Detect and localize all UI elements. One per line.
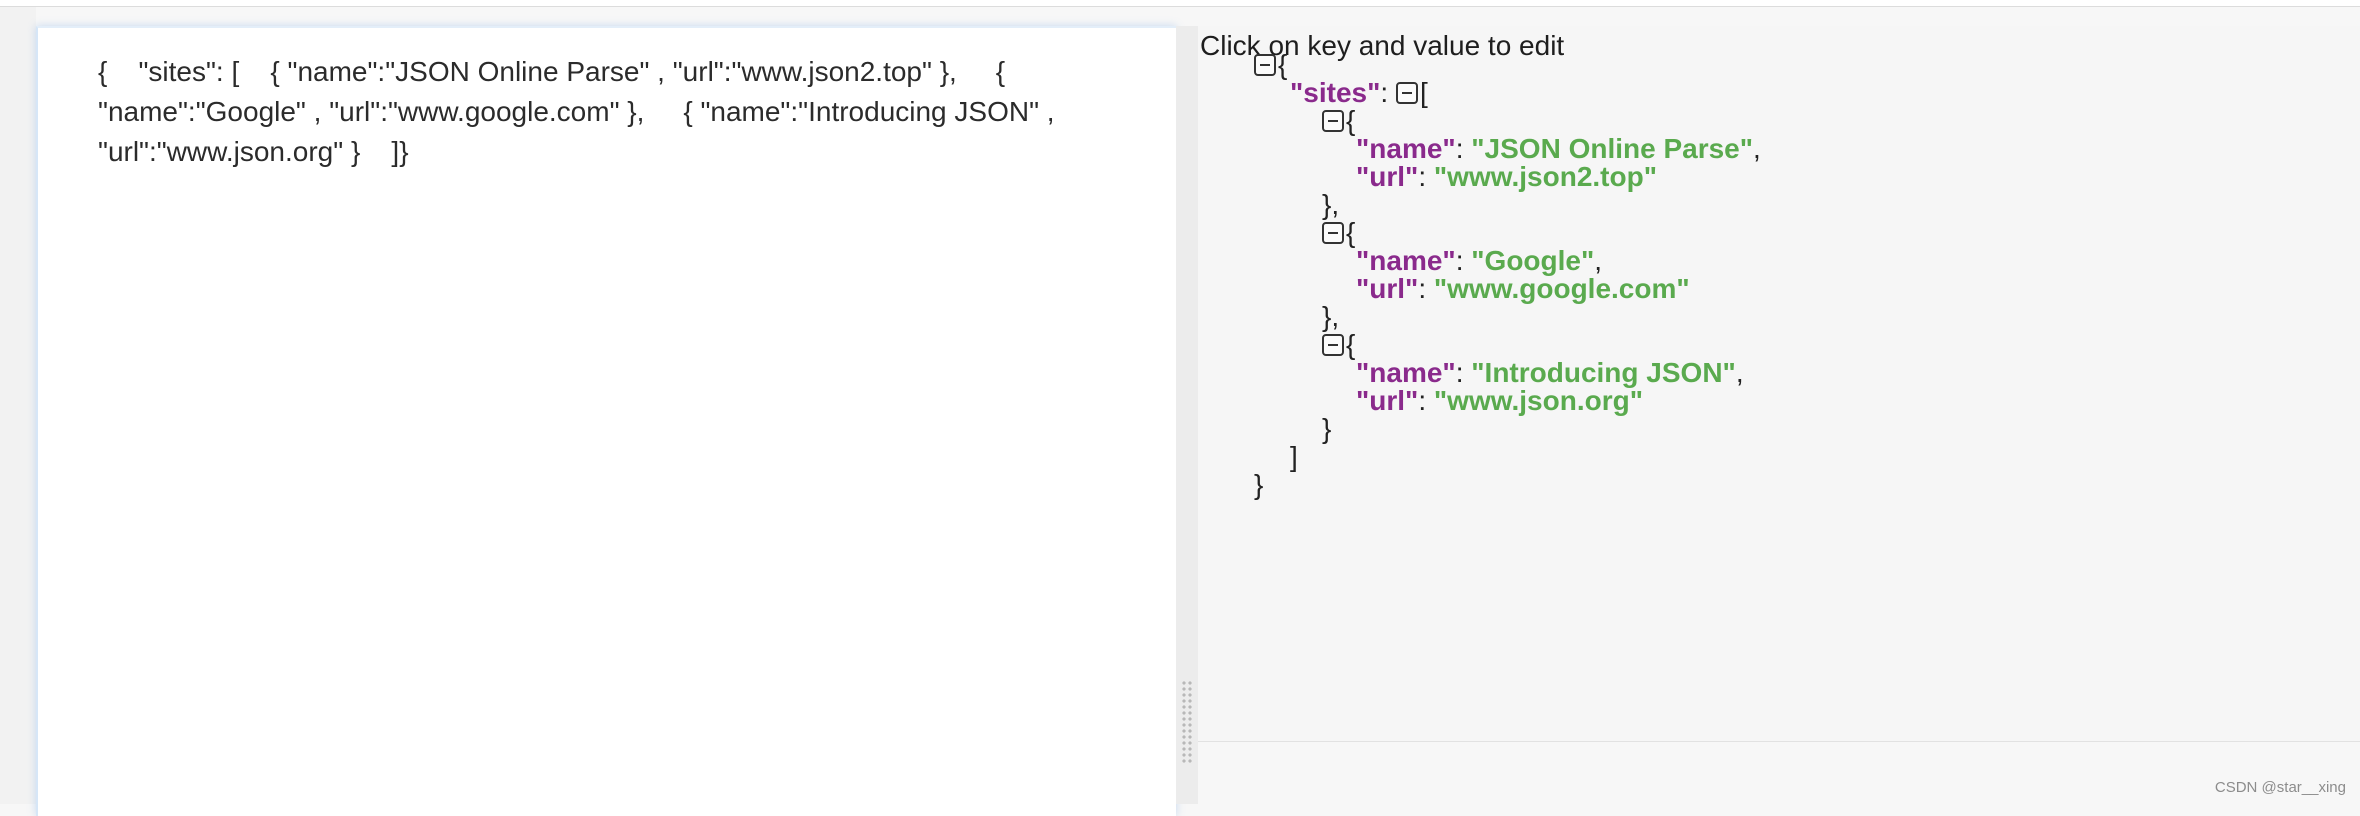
tree-entry-name: "name": "JSON Online Parse", — [1356, 133, 1761, 164]
value-name[interactable]: "Introducing JSON" — [1471, 357, 1736, 388]
tree-item-open: { — [1322, 216, 1355, 250]
tree-root-open: { — [1254, 48, 1287, 82]
tree-entry-name: "name": "Google", — [1356, 245, 1603, 276]
tree-entry-name: "name": "Introducing JSON", — [1356, 357, 1744, 388]
tree-entry-url: "url": "www.google.com" — [1356, 273, 1690, 304]
top-bar — [0, 0, 2360, 7]
collapse-minus-icon[interactable] — [1254, 54, 1276, 76]
key-url[interactable]: "url" — [1356, 385, 1419, 416]
value-name[interactable]: "Google" — [1471, 245, 1595, 276]
key-sites[interactable]: "sites" — [1290, 77, 1381, 108]
json-input-pane: { "sites": [ { "name":"JSON Online Parse… — [36, 26, 1176, 816]
tree-item-close: }, — [1322, 189, 1340, 220]
tree-item-close: } — [1322, 413, 1332, 444]
watermark: CSDN @star__xing — [2214, 779, 2346, 796]
collapse-minus-icon[interactable] — [1322, 110, 1344, 132]
json-tree-viewer: Click on key and value to edit { "sites"… — [1198, 26, 2360, 742]
viewer-footer: CSDN @star__xing — [1198, 742, 2360, 804]
key-name[interactable]: "name" — [1356, 245, 1456, 276]
key-url[interactable]: "url" — [1356, 273, 1419, 304]
json-input-editor[interactable]: { "sites": [ { "name":"JSON Online Parse… — [98, 56, 1063, 167]
tree-sites-close: ] — [1290, 441, 1298, 472]
tree-entry-url: "url": "www.json2.top" — [1356, 161, 1657, 192]
left-gutter — [0, 7, 36, 804]
collapse-minus-icon[interactable] — [1322, 222, 1344, 244]
key-name[interactable]: "name" — [1356, 133, 1456, 164]
drag-handle-icon[interactable] — [1181, 680, 1193, 764]
tree-entry-url: "url": "www.json.org" — [1356, 385, 1643, 416]
tree-item-open: { — [1322, 104, 1355, 138]
value-url[interactable]: "www.json.org" — [1433, 385, 1643, 416]
value-url[interactable]: "www.json2.top" — [1433, 161, 1657, 192]
tree-node-sites: "sites": [ — [1290, 77, 1428, 108]
pane-splitter[interactable] — [1176, 26, 1198, 804]
value-name[interactable]: "JSON Online Parse" — [1471, 133, 1754, 164]
collapse-minus-icon[interactable] — [1322, 334, 1344, 356]
key-url[interactable]: "url" — [1356, 161, 1419, 192]
brace: { — [1278, 49, 1288, 80]
key-name[interactable]: "name" — [1356, 357, 1456, 388]
collapse-minus-icon[interactable] — [1395, 82, 1418, 104]
tree-item-open: { — [1322, 328, 1355, 362]
tree-item-close: }, — [1322, 301, 1340, 332]
tree-root-close: } — [1254, 469, 1264, 500]
bracket: [ — [1419, 77, 1428, 108]
value-url[interactable]: "www.google.com" — [1433, 273, 1690, 304]
